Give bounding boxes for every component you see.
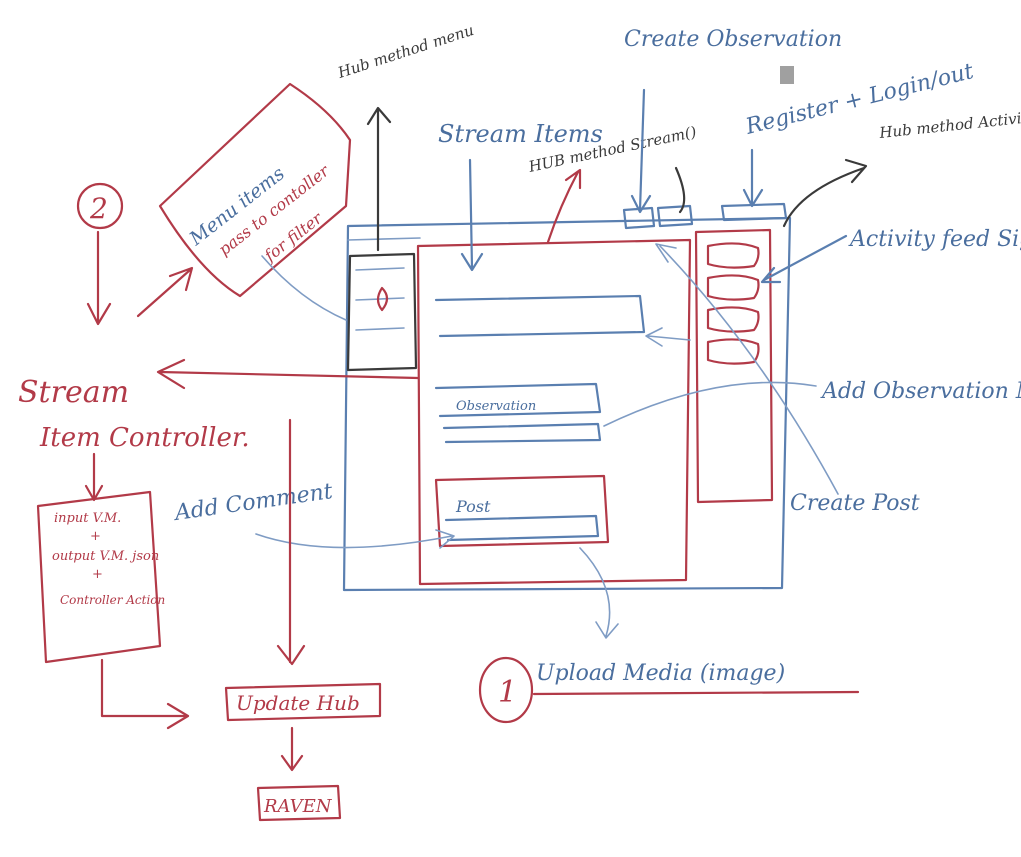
controller-box [36, 490, 162, 664]
raven-label: RAVEN [263, 796, 333, 817]
stream-to-controller-arrow [156, 358, 420, 390]
update-hub-label: Update Hub [236, 691, 360, 715]
comment-bar [444, 514, 600, 542]
hub-menu-arrow [366, 106, 392, 252]
stream-panel [416, 238, 692, 586]
observation-card-label: Observation [456, 399, 536, 414]
stream-card [434, 294, 646, 338]
upload-media-underline [532, 690, 860, 696]
upload-media-label: Upload Media (image) [536, 661, 785, 686]
login-button [720, 202, 788, 222]
stream-items-arrow [460, 158, 484, 272]
controller-box-line3: Controller Action [60, 593, 165, 607]
menu-items-connector [261, 255, 347, 321]
menu-items-bubble [158, 82, 352, 298]
stream-item-controller-label-2: Item Controller. [39, 423, 250, 453]
add-observation-note-label: Add Observation Note [820, 379, 1021, 404]
observation-card [434, 382, 602, 418]
step-two-arrow [86, 230, 112, 326]
labels: Hub method menu Menu items pass to conto… [18, 21, 1021, 822]
controller-box-plus1: + [90, 529, 101, 544]
stream-items-label: Stream Items [438, 120, 603, 148]
header-button [656, 204, 694, 228]
menu-item-marker [376, 286, 389, 312]
hub-activity-arrow [782, 158, 868, 228]
menu-panel [346, 252, 418, 372]
observation-note-bar [442, 422, 602, 444]
step-two-circle [76, 182, 124, 230]
update-hub-box [224, 682, 382, 722]
activity-panel [694, 228, 774, 504]
register-login-arrow [742, 148, 764, 208]
hub-stream-arrow [546, 168, 582, 244]
step-two-to-menu-arrow [136, 266, 194, 318]
post-to-hub-line [276, 418, 306, 666]
create-observation-arrow [630, 88, 652, 214]
create-post-connector [655, 243, 839, 495]
activity-feed-arrow [760, 234, 848, 284]
post-card [434, 474, 610, 548]
raven-box [256, 784, 342, 822]
controller-down-arrow [84, 452, 104, 502]
controller-box-plus2: + [92, 567, 103, 582]
controller-to-hub-arrow [100, 658, 190, 730]
activity-feed-label: Activity feed SignalR [848, 227, 1021, 252]
add-comment-arrow [255, 529, 455, 549]
hub-method-menu-label: Hub method menu [335, 21, 476, 82]
post-card-label: Post [455, 497, 491, 516]
hub-to-raven-arrow [280, 726, 304, 772]
controller-box-line1: input V.M. [54, 511, 121, 526]
add-comment-label: Add Comment [171, 479, 334, 526]
create-observation-label-line1: Create Observation [624, 27, 842, 52]
step-one-label: 1 [498, 675, 517, 710]
controller-box-line2: output V.M. json [52, 549, 159, 564]
add-observation-note-connector [603, 381, 817, 427]
stream-card-arrow [645, 327, 691, 347]
step-one-circle [478, 656, 534, 724]
stream-bracket [674, 166, 686, 214]
stream-item-controller-label-1: Stream [18, 375, 129, 410]
step-two-label: 2 [89, 192, 108, 225]
hub-method-activity-label: Hub method Activity() [878, 106, 1021, 142]
page-wireframe [342, 66, 794, 592]
upload-media-arrow [579, 547, 619, 639]
marker-smudge [780, 66, 794, 84]
create-post-label: Create Post [790, 491, 920, 516]
